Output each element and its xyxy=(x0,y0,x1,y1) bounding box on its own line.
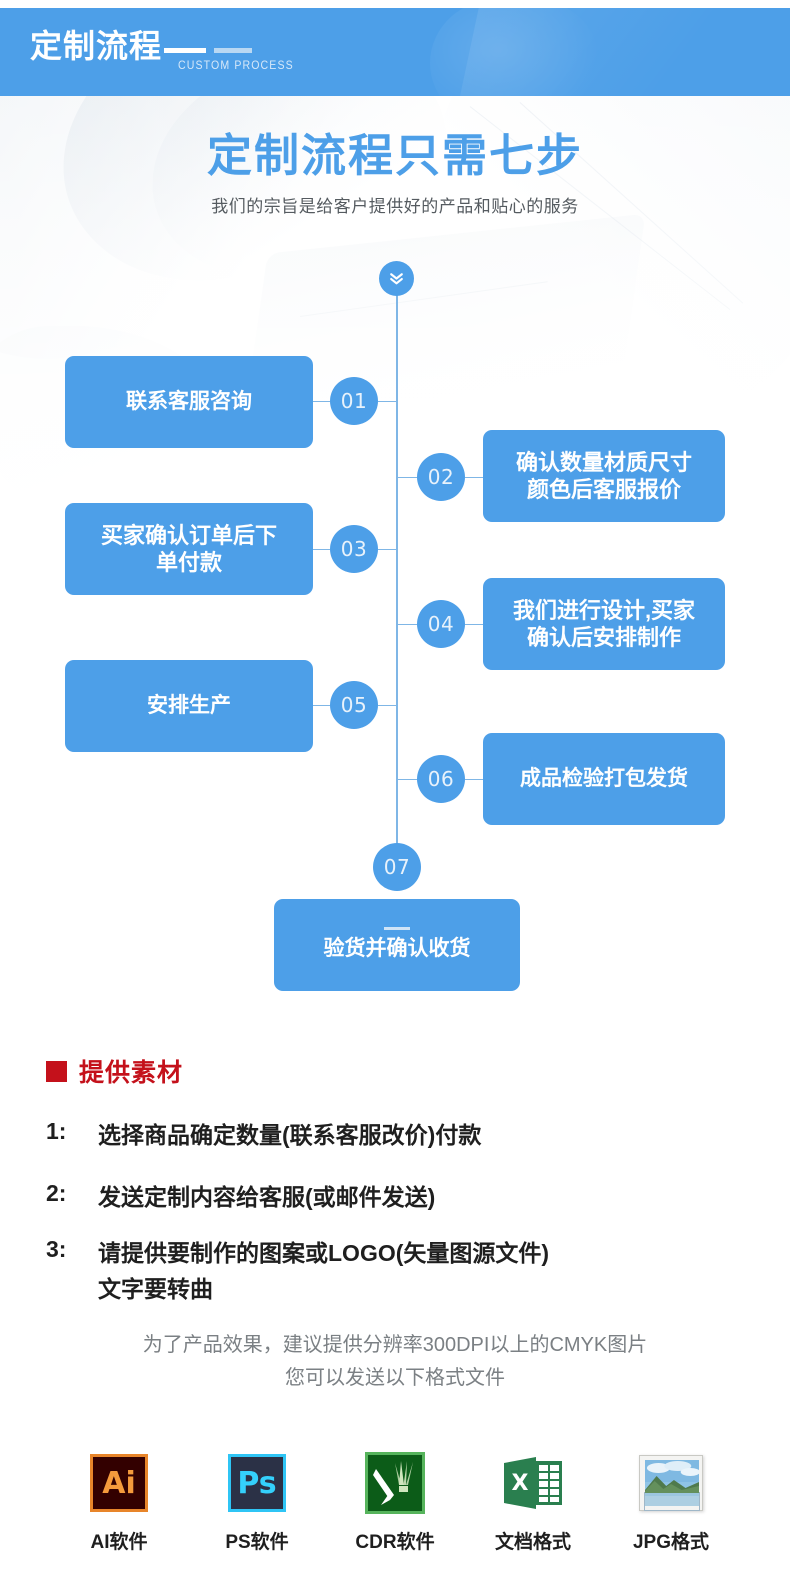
banner-title: 定制流程 xyxy=(30,28,163,64)
materials-item-3-number: 3: xyxy=(46,1236,67,1262)
format-item-ps[interactable]: Ps PS软件 xyxy=(207,1448,307,1554)
materials-item-1-number: 1: xyxy=(46,1118,67,1144)
connector-02-right xyxy=(465,477,483,478)
connector-06-right xyxy=(465,779,483,780)
excel-document-icon: X xyxy=(500,1448,566,1518)
connector-05-left xyxy=(313,705,330,706)
connector-01-left xyxy=(313,401,330,402)
format-item-ai[interactable]: Ai AI软件 xyxy=(69,1448,169,1554)
excel-document-icon-glyph: X xyxy=(502,1454,564,1512)
jpg-image-icon xyxy=(638,1448,704,1518)
connector-03-right xyxy=(378,549,397,550)
step-node-01[interactable]: 01 xyxy=(330,377,378,425)
jpg-image-icon-glyph xyxy=(639,1455,703,1511)
format-item-doc-label: 文档格式 xyxy=(494,1532,571,1553)
step-node-07[interactable]: 07 xyxy=(373,843,421,891)
materials-item-2-text: 发送定制内容给客服(或邮件发送) xyxy=(98,1184,436,1210)
materials-item-3-text2: 文字要转曲 xyxy=(98,1275,213,1302)
format-item-ps-label: PS软件 xyxy=(225,1532,289,1553)
materials-item-1: 1: 选择商品确定数量(联系客服改价)付款 xyxy=(46,1118,481,1154)
connector-04-left xyxy=(397,624,417,625)
adobe-photoshop-icon-glyph: Ps xyxy=(228,1454,286,1512)
step-box-04-line2: 确认后安排制作 xyxy=(526,625,681,650)
banner-sheen-decoration-2 xyxy=(430,8,600,96)
step-box-03-line1: 买家确认订单后下 xyxy=(100,522,277,548)
svg-text:X: X xyxy=(512,1471,529,1496)
format-item-cdr-label: CDR软件 xyxy=(355,1532,435,1553)
step-box-02-line1: 确认数量材质尺寸 xyxy=(515,449,692,475)
dash-light-blue xyxy=(214,48,253,53)
format-item-jpg-label: JPG格式 xyxy=(632,1532,710,1553)
connector-03-left xyxy=(313,549,330,550)
materials-item-2-number: 2: xyxy=(46,1180,67,1206)
double-chevron-down-icon xyxy=(379,261,414,296)
materials-note-line-1: 为了产品效果，建议提供分辨率300DPI以上的CMYK图片 xyxy=(142,1334,648,1356)
connector-01-right xyxy=(378,401,397,402)
hero-section: 定制流程只需七步 我们的宗旨是给客户提供好的产品和贴心的服务 xyxy=(0,130,790,217)
step-box-07[interactable]: 验货并确认收货 xyxy=(274,899,520,991)
materials-item-3-text: 请提供要制作的图案或LOGO(矢量图源文件) xyxy=(98,1240,550,1266)
step-box-04-line1: 我们进行设计,买家 xyxy=(512,597,696,623)
banner-title-group: 定制流程 xyxy=(30,28,253,64)
adobe-photoshop-icon: Ps xyxy=(224,1448,290,1518)
jpg-image-thumbnail xyxy=(644,1460,700,1511)
step-box-02[interactable]: 确认数量材质尺寸 颜色后客服报价 xyxy=(483,430,725,522)
step-node-02[interactable]: 02 xyxy=(417,453,465,501)
page-banner: 定制流程 CUSTOM PROCESS xyxy=(0,8,790,96)
page-title: 定制流程只需七步 xyxy=(206,130,583,181)
step-box-04[interactable]: 我们进行设计,买家 确认后安排制作 xyxy=(483,578,725,670)
coreldraw-icon xyxy=(362,1448,428,1518)
format-item-jpg[interactable]: JPG格式 xyxy=(621,1448,721,1554)
banner-subtitle: CUSTOM PROCESS xyxy=(178,60,294,72)
step-box-03-line2: 单付款 xyxy=(155,550,222,575)
step-box-02-line2: 颜色后客服报价 xyxy=(526,477,681,502)
adobe-illustrator-icon-glyph: Ai xyxy=(90,1454,148,1512)
step-box-05[interactable]: 安排生产 xyxy=(65,660,313,752)
connector-02-left xyxy=(397,477,417,478)
step-box-06-label: 成品检验打包发货 xyxy=(520,766,688,790)
step-box-07-dash xyxy=(384,927,410,931)
dash-solid-white xyxy=(164,48,207,53)
materials-heading-group: 提供素材 xyxy=(46,1053,183,1089)
connector-04-right xyxy=(465,624,483,625)
banner-dash-decoration xyxy=(164,48,253,53)
page-subtitle: 我们的宗旨是给客户提供好的产品和贴心的服务 xyxy=(211,196,579,216)
connector-05-right xyxy=(378,705,397,706)
file-format-list: Ai AI软件 Ps PS软件 xyxy=(0,1448,790,1554)
flow-spine-line xyxy=(396,290,398,868)
process-flowchart: 联系客服咨询 01 02 确认数量材质尺寸 颜色后客服报价 买家确认订单后下 单… xyxy=(65,261,725,991)
connector-06-left xyxy=(397,779,417,780)
coreldraw-icon-glyph xyxy=(365,1452,425,1514)
step-node-05[interactable]: 05 xyxy=(330,681,378,729)
format-item-ai-label: AI软件 xyxy=(90,1532,148,1553)
materials-note-line-2: 您可以发送以下格式文件 xyxy=(285,1367,505,1389)
adobe-illustrator-icon: Ai xyxy=(86,1448,152,1518)
step-node-03[interactable]: 03 xyxy=(330,525,378,573)
step-node-06[interactable]: 06 xyxy=(417,755,465,803)
format-item-doc[interactable]: X 文档格式 xyxy=(483,1448,583,1554)
step-box-01-label: 联系客服咨询 xyxy=(126,389,252,413)
materials-item-2: 2: 发送定制内容给客服(或邮件发送) xyxy=(46,1180,435,1216)
red-square-bullet-icon xyxy=(46,1060,67,1082)
format-item-cdr[interactable]: CDR软件 xyxy=(345,1448,445,1554)
step-node-04[interactable]: 04 xyxy=(417,600,465,648)
step-box-06[interactable]: 成品检验打包发货 xyxy=(483,733,725,825)
materials-item-1-text: 选择商品确定数量(联系客服改价)付款 xyxy=(98,1122,482,1148)
step-box-05-label: 安排生产 xyxy=(147,693,231,717)
materials-item-3-text-block: 请提供要制作的图案或LOGO(矢量图源文件) 文字要转曲 xyxy=(98,1236,549,1307)
materials-item-3: 3: 请提供要制作的图案或LOGO(矢量图源文件) 文字要转曲 xyxy=(46,1236,549,1307)
step-box-07-label: 验货并确认收货 xyxy=(323,937,471,961)
materials-heading: 提供素材 xyxy=(79,1059,184,1087)
step-box-03[interactable]: 买家确认订单后下 单付款 xyxy=(65,503,313,595)
step-box-01[interactable]: 联系客服咨询 xyxy=(65,356,313,448)
